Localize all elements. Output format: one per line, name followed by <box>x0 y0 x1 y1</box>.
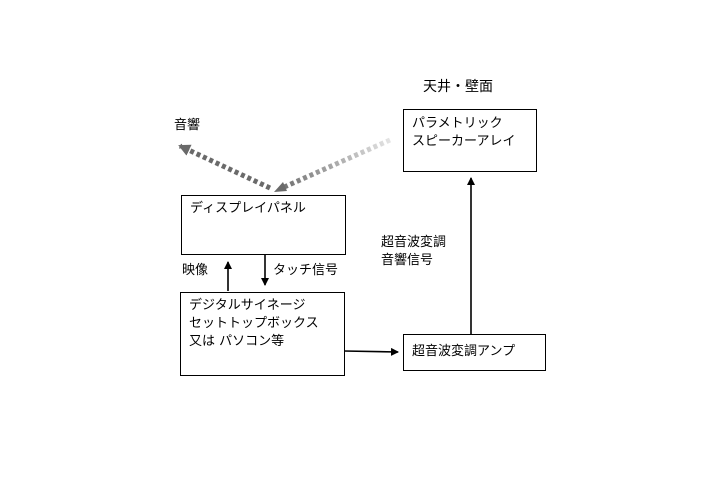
speaker-array-box: パラメトリック スピーカーアレイ <box>403 109 537 172</box>
touch-signal-label: タッチ信号 <box>273 263 339 278</box>
reflected-sound-beam <box>178 143 272 191</box>
incoming-sound-beam <box>280 137 392 191</box>
modulated-signal-label: 超音波変調 音響信号 <box>381 234 446 270</box>
signage-box-line-3: 又は パソコン等 <box>189 334 285 349</box>
display-panel-label: ディスプレイパネル <box>190 201 306 216</box>
amplifier-label: 超音波変調アンプ <box>412 344 516 359</box>
display-panel-box: ディスプレイパネル <box>181 195 346 255</box>
speaker-array-line-1: パラメトリック <box>412 116 503 131</box>
signage-box: デジタルサイネージ セットトップボックス 又は パソコン等 <box>180 292 345 376</box>
video-label: 映像 <box>182 263 209 278</box>
sound-label: 音響 <box>174 118 201 133</box>
modulated-signal-line-2: 音響信号 <box>381 253 434 268</box>
signage-box-line-1: デジタルサイネージ <box>189 298 306 313</box>
incoming-beam-arrowhead <box>274 182 287 192</box>
speaker-array-line-2: スピーカーアレイ <box>412 134 516 149</box>
ceiling-wall-label: 天井・壁面 <box>423 79 493 95</box>
modulated-signal-line-1: 超音波変調 <box>381 235 447 250</box>
signal-to-amplifier-arrow <box>343 347 399 356</box>
signage-box-line-2: セットトップボックス <box>189 316 319 331</box>
amplifier-box: 超音波変調アンプ <box>403 334 546 371</box>
